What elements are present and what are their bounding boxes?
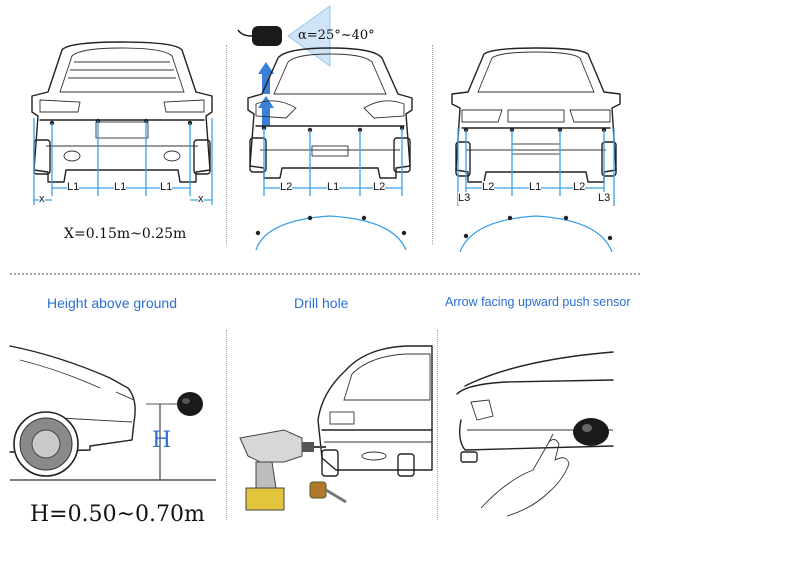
sensor-dot: [463, 233, 469, 239]
front-sport-drawing: [237, 5, 413, 251]
height-formula: H=0.50~0.70m: [30, 502, 205, 527]
separator-horizontal: [10, 273, 640, 275]
rear-spacing-formula: X=0.15m~0.25m: [64, 226, 187, 242]
separator-vertical-1: [226, 45, 227, 245]
sensor-dot: [507, 215, 513, 221]
hole-saw-icon: [309, 481, 347, 504]
dim-label-l2: L2: [573, 181, 586, 193]
height-panel-title: Height above ground: [47, 295, 177, 311]
sensor-dot: [307, 215, 313, 221]
up-arrow-icon: [258, 96, 274, 126]
dim-label-x-left: x: [39, 193, 45, 205]
separator-vertical-2: [432, 45, 433, 245]
sensor-icon: [177, 392, 203, 416]
push-panel-title: Arrow facing upward push sensor: [445, 295, 631, 309]
drill-panel: [226, 330, 437, 564]
sensor-dot: [563, 215, 569, 221]
dim-label-l3-right: L3: [598, 192, 611, 204]
sensor-dot: [401, 230, 407, 236]
dim-label-l1: L1: [529, 181, 542, 193]
sensor-icon: [252, 26, 282, 46]
separator-vertical-3: [226, 330, 227, 520]
sensor-dot: [361, 215, 367, 221]
front-sedan-panel: L3 L2 L1 L2 L3: [432, 0, 642, 270]
sensor-dot: [607, 235, 613, 241]
hand-icon: [480, 433, 570, 517]
detection-angle-label: α=25°~40°: [298, 28, 375, 43]
dim-label-x-right: x: [198, 193, 204, 205]
dim-label-l2: L2: [482, 181, 495, 193]
wheel-hub-icon: [31, 429, 61, 459]
rear-view-panel: x L1 L1 L1 x X=0.15m~0.25m: [0, 0, 226, 270]
separator-vertical-4: [437, 330, 438, 520]
dim-label-l2: L2: [280, 181, 293, 193]
height-axis-label: H: [152, 428, 172, 453]
sensor-angle-cone-icon: [287, 5, 331, 67]
sensor-icon: [573, 418, 609, 446]
dim-label-l1: L1: [327, 181, 340, 193]
drill-panel-title: Drill hole: [294, 295, 349, 311]
up-arrow-icon: [258, 62, 274, 94]
height-panel: H H=0.50~0.70m: [0, 330, 226, 564]
dim-label-l1: L1: [114, 181, 127, 193]
push-drawing: [456, 351, 614, 517]
sensor-dot: [255, 230, 261, 236]
front-sedan-drawing: [451, 47, 621, 253]
dim-label-l1: L1: [160, 181, 173, 193]
drill-icon: [239, 429, 326, 511]
dim-label-l1: L1: [67, 181, 80, 193]
drill-drawing: [239, 345, 433, 511]
dim-label-l3-left: L3: [458, 192, 471, 204]
dim-label-l2: L2: [373, 181, 386, 193]
height-drawing: [9, 345, 216, 481]
front-sport-panel: α=25°~40° L2 L1 L2: [226, 0, 432, 270]
push-panel: [437, 330, 617, 564]
